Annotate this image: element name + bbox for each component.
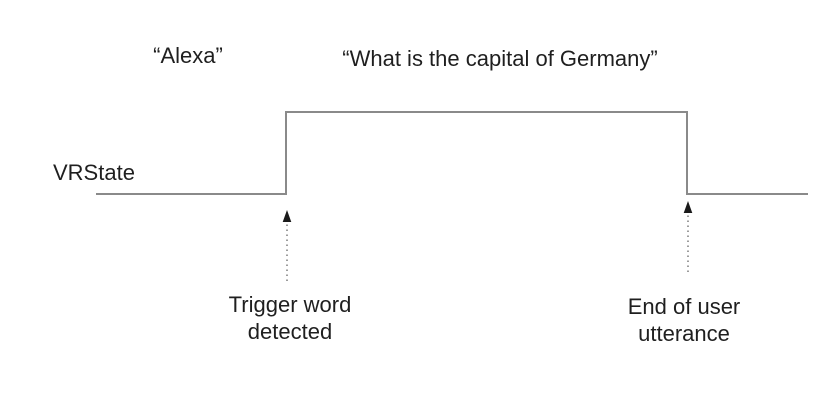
signal-name-label: VRState: [53, 160, 135, 185]
trigger-phrase-label: “Alexa”: [153, 43, 223, 68]
utterance-phrase-label: “What is the capital of Germany”: [342, 46, 658, 71]
end-of-utterance-annotation-line2: utterance: [638, 321, 730, 346]
trigger-word-annotation-line1: Trigger word: [228, 292, 352, 317]
falling-edge-arrow: [683, 201, 693, 272]
trigger-word-annotation: Trigger word detected: [229, 291, 352, 345]
rising-edge-arrow: [282, 210, 292, 281]
end-of-utterance-annotation: End of user utterance: [628, 293, 741, 347]
vrstate-signal-trace: [96, 111, 808, 195]
arrow-up-icon: [683, 201, 693, 213]
end-of-utterance-annotation-line1: End of user: [627, 294, 741, 319]
trigger-word-annotation-line2: detected: [247, 319, 333, 344]
arrow-up-icon: [282, 210, 292, 222]
